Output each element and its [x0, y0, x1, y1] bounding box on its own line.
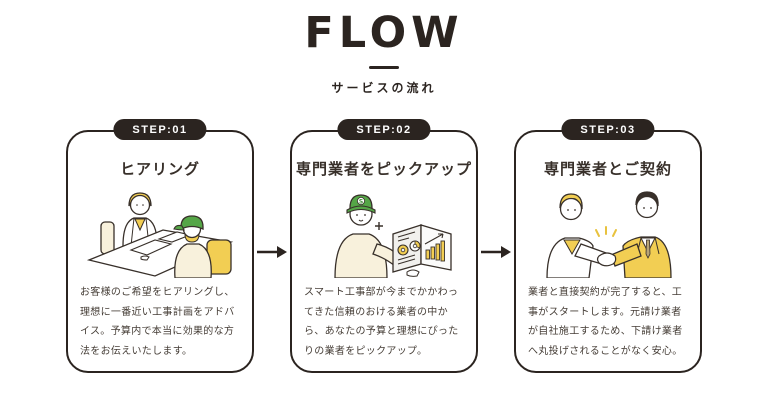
handshake-contract-icon [546, 191, 672, 279]
arrow-right-icon [257, 245, 287, 258]
step-title-1: ヒアリング [119, 161, 200, 179]
step-description-1: お客様のご希望をヒアリングし、理想に一番近い工事計画をアドバイス。予算内で本当に… [80, 287, 235, 357]
step-description-3: 業者と直接契約が完了すると、工事がスタートします。元請け業者が自社施工するため、… [528, 287, 683, 357]
arrow-gap-2 [478, 130, 514, 373]
page-subtitle: サービスの流れ [331, 81, 437, 96]
arrow-gap-1 [254, 130, 290, 373]
two-people-meeting-at-desk-icon [86, 192, 234, 279]
step-title-2: 専門業者をピックアップ [295, 161, 472, 179]
step-badge-2: STEP:02 [337, 119, 431, 141]
step-card-3: STEP:03 専門業者とご契約 [514, 119, 702, 374]
arrow-right-icon [481, 245, 511, 258]
step-card-1: STEP:01 ヒアリング [66, 119, 254, 374]
flow-header: FLOW サービスの流れ [0, 8, 768, 96]
pickup-illustration-wrap: S [292, 184, 476, 279]
hearing-illustration-wrap [68, 184, 252, 279]
worker-presenting-catalog-icon: S [334, 194, 452, 279]
steps-row: STEP:01 ヒアリング [0, 119, 768, 374]
step-badge-3: STEP:03 [561, 119, 655, 141]
svg-text:S: S [359, 199, 363, 206]
step-description-2: スマート工事部が今までかかわってきた信頼のおける業者の中から、あなたの予算と理想… [304, 287, 459, 357]
contract-illustration-wrap [516, 184, 700, 279]
step-title-3: 専門業者とご契約 [543, 161, 672, 179]
step-card-2: STEP:02 専門業者をピックアップ S [290, 119, 478, 374]
page-title: FLOW [304, 8, 464, 58]
step-badge-1: STEP:01 [113, 119, 207, 141]
title-divider [369, 66, 399, 70]
